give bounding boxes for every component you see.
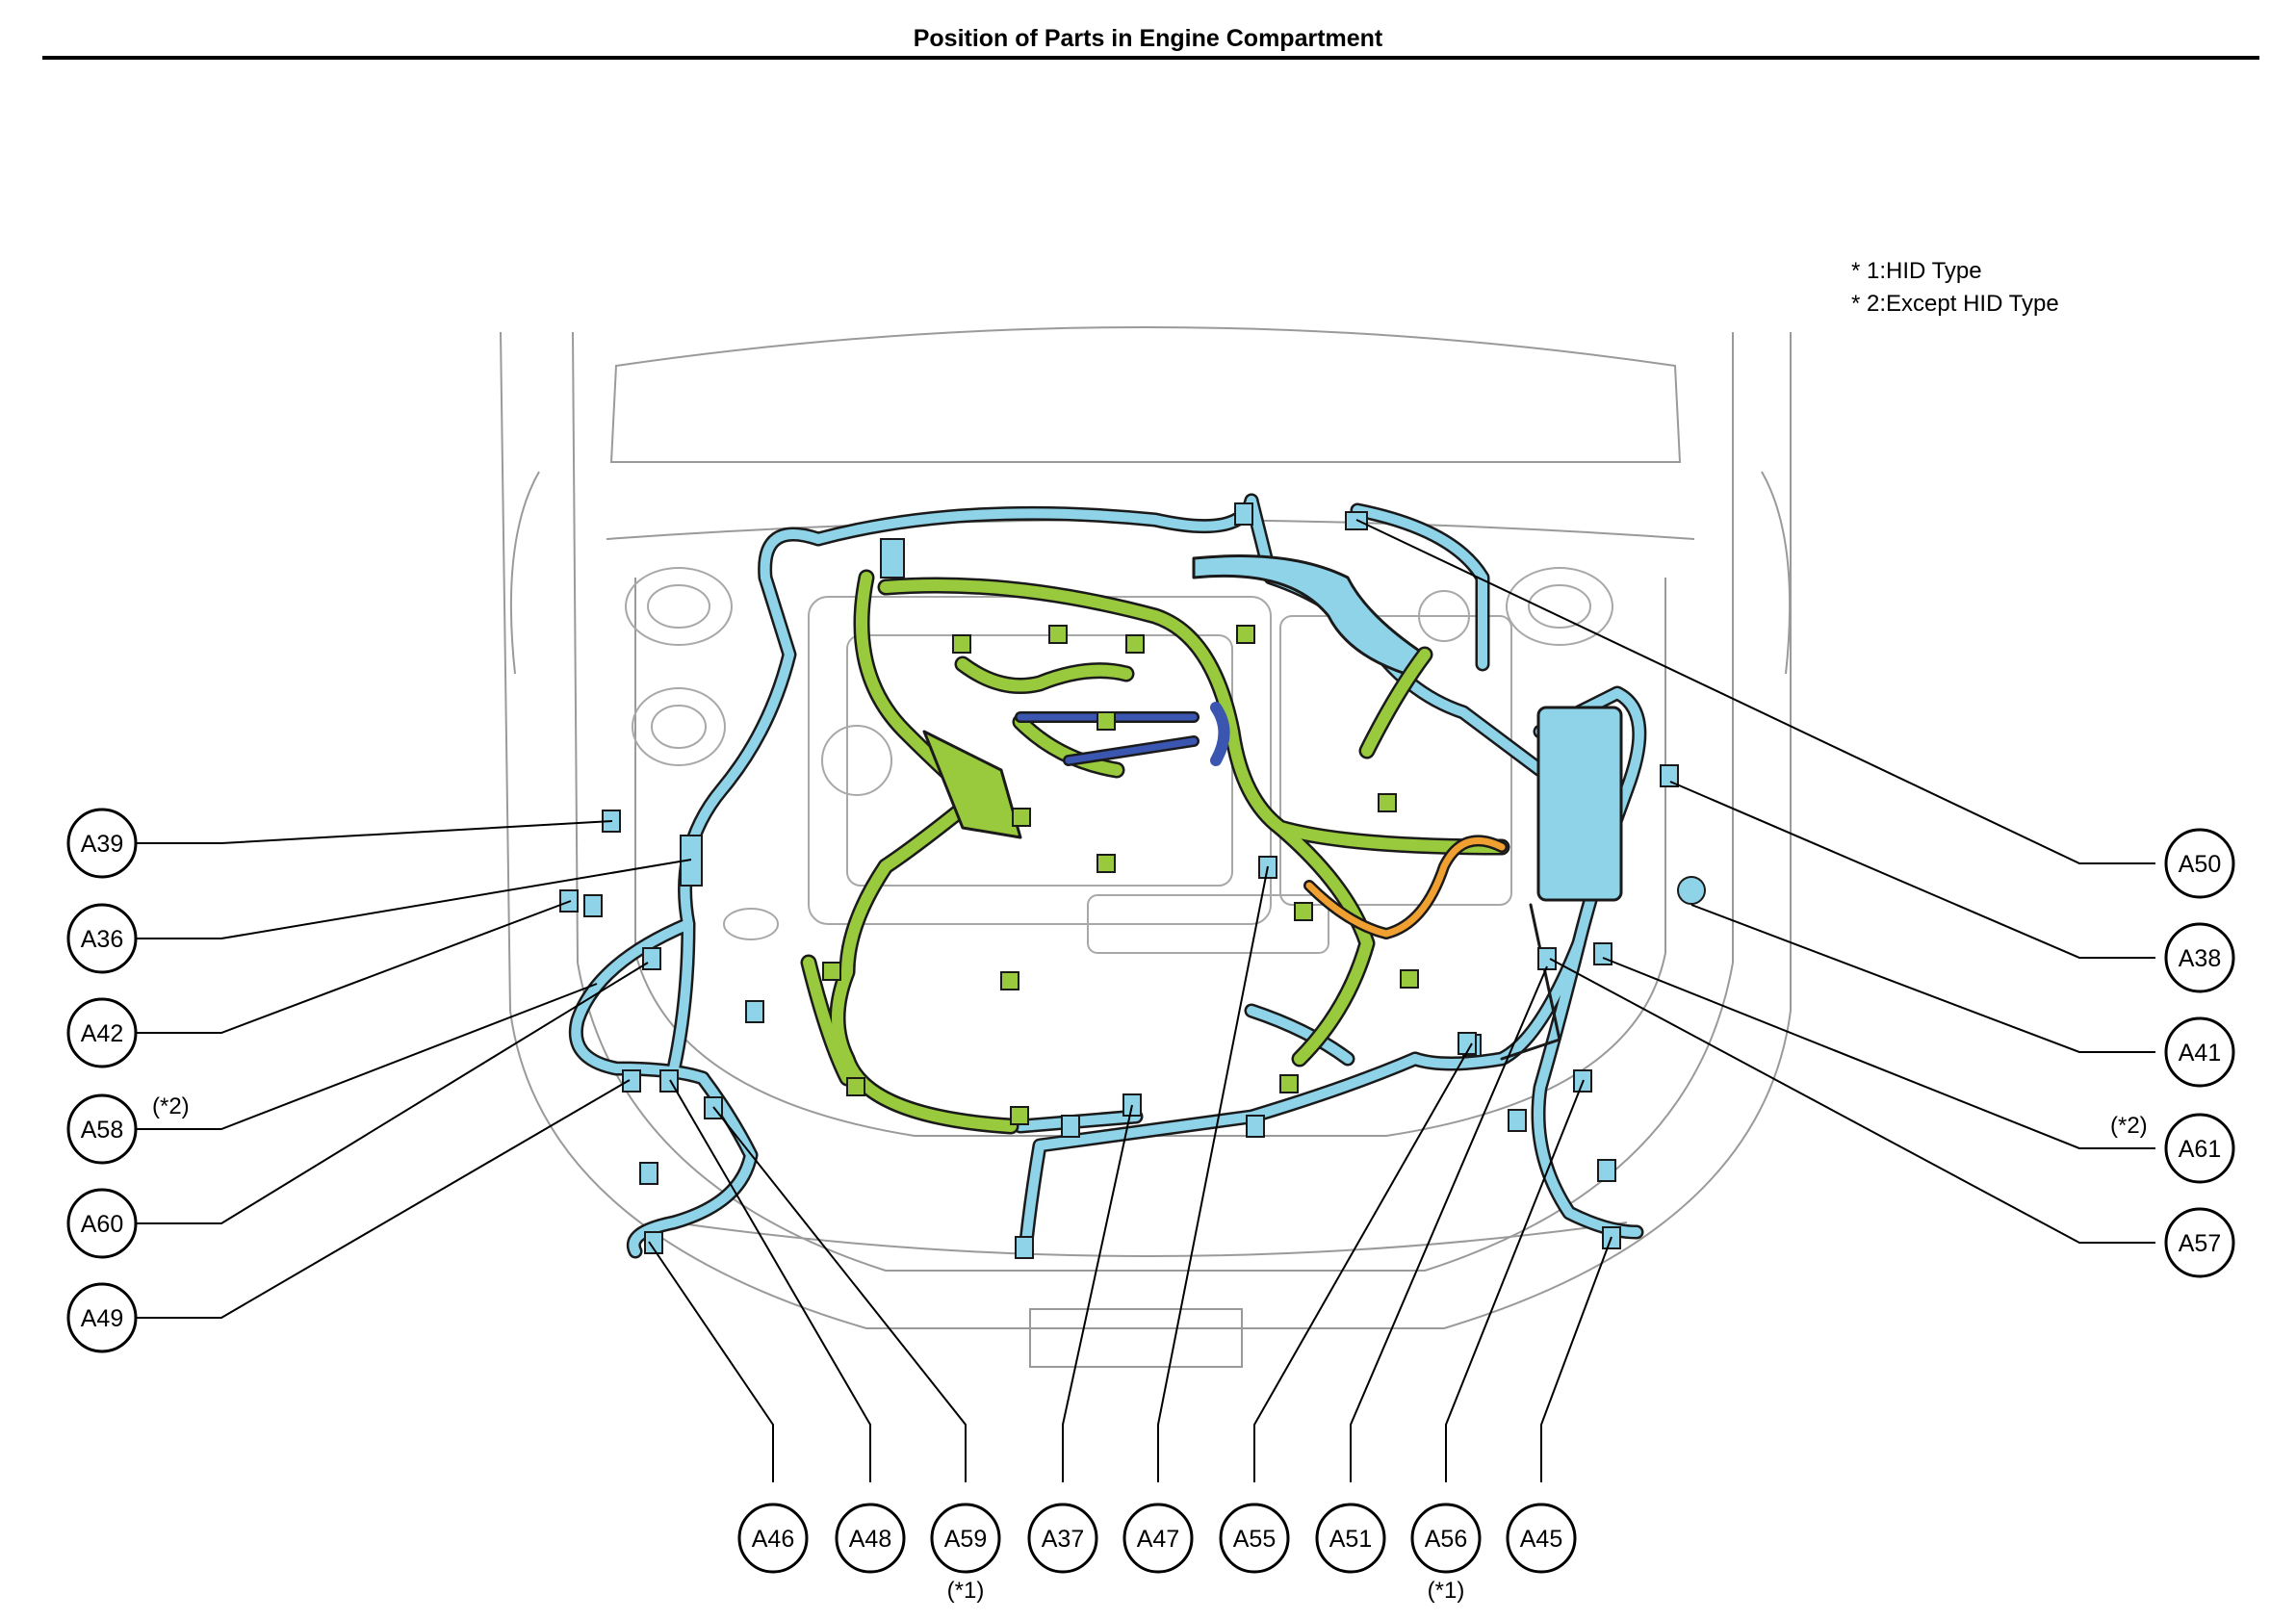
page-title: Position of Parts in Engine Compartment [913, 25, 1383, 52]
svg-text:A57: A57 [2179, 1230, 2221, 1257]
engine-block-outline [625, 567, 1613, 954]
svg-text:A42: A42 [81, 1020, 123, 1047]
callout-a55[interactable]: A55 [1219, 1503, 1290, 1574]
svg-text:A55: A55 [1233, 1526, 1276, 1553]
callout-a46[interactable]: A46 [737, 1503, 809, 1574]
svg-text:A59: A59 [944, 1526, 987, 1553]
callout-a59[interactable]: A59 [930, 1503, 1001, 1574]
callout-a48[interactable]: A48 [835, 1503, 906, 1574]
svg-text:A58: A58 [81, 1117, 123, 1144]
callout-a50[interactable]: A50 [2164, 828, 2235, 899]
callout-a58[interactable]: A58 [66, 1093, 138, 1165]
svg-text:A50: A50 [2179, 851, 2221, 878]
callout-a36[interactable]: A36 [66, 903, 138, 974]
svg-text:A38: A38 [2179, 945, 2221, 972]
callout-a45[interactable]: A45 [1506, 1503, 1577, 1574]
svg-text:A36: A36 [81, 926, 123, 953]
svg-text:A51: A51 [1329, 1526, 1372, 1553]
callout-a49[interactable]: A49 [66, 1282, 138, 1353]
svg-text:A39: A39 [81, 831, 123, 858]
svg-text:A60: A60 [81, 1211, 123, 1238]
callout-a59-tag: (*1) [947, 1578, 985, 1604]
blue-harness [568, 493, 1647, 1259]
callout-a42[interactable]: A42 [66, 997, 138, 1068]
callout-a47[interactable]: A47 [1122, 1503, 1194, 1574]
callout-a41[interactable]: A41 [2164, 1016, 2235, 1088]
callout-a58-tag: (*2) [152, 1093, 190, 1119]
callout-a61-tag: (*2) [2110, 1113, 2148, 1139]
title-rule [42, 56, 2259, 60]
callout-a38[interactable]: A38 [2164, 922, 2235, 993]
svg-text:A37: A37 [1042, 1526, 1084, 1553]
connector-blocks [559, 502, 1706, 1259]
orange-harness [1303, 835, 1508, 940]
callout-a61[interactable]: A61 [2164, 1113, 2235, 1184]
svg-text:A61: A61 [2179, 1136, 2221, 1163]
callout-a39[interactable]: A39 [66, 808, 138, 879]
svg-text:A56: A56 [1425, 1526, 1467, 1553]
callout-a37[interactable]: A37 [1027, 1503, 1098, 1574]
svg-text:A41: A41 [2179, 1040, 2221, 1067]
callout-a51[interactable]: A51 [1315, 1503, 1386, 1574]
svg-text:A46: A46 [752, 1526, 794, 1553]
svg-text:A48: A48 [849, 1526, 891, 1553]
green-harness [800, 569, 1510, 1135]
svg-text:A47: A47 [1137, 1526, 1179, 1553]
svg-text:A45: A45 [1520, 1526, 1562, 1553]
leader-lines [137, 519, 2155, 1482]
callout-a56-tag: (*1) [1428, 1578, 1465, 1604]
note-hid-type: * 1:HID Type [1851, 258, 1982, 284]
note-except-hid-type: * 2:Except HID Type [1851, 291, 2059, 317]
callout-a56[interactable]: A56 [1410, 1503, 1482, 1574]
callouts: A39 A36 A42 A58 (*2) A60 A49 A50 A [66, 808, 2235, 1604]
svg-text:A49: A49 [81, 1305, 123, 1332]
callout-a57[interactable]: A57 [2164, 1207, 2235, 1278]
callout-a60[interactable]: A60 [66, 1188, 138, 1259]
